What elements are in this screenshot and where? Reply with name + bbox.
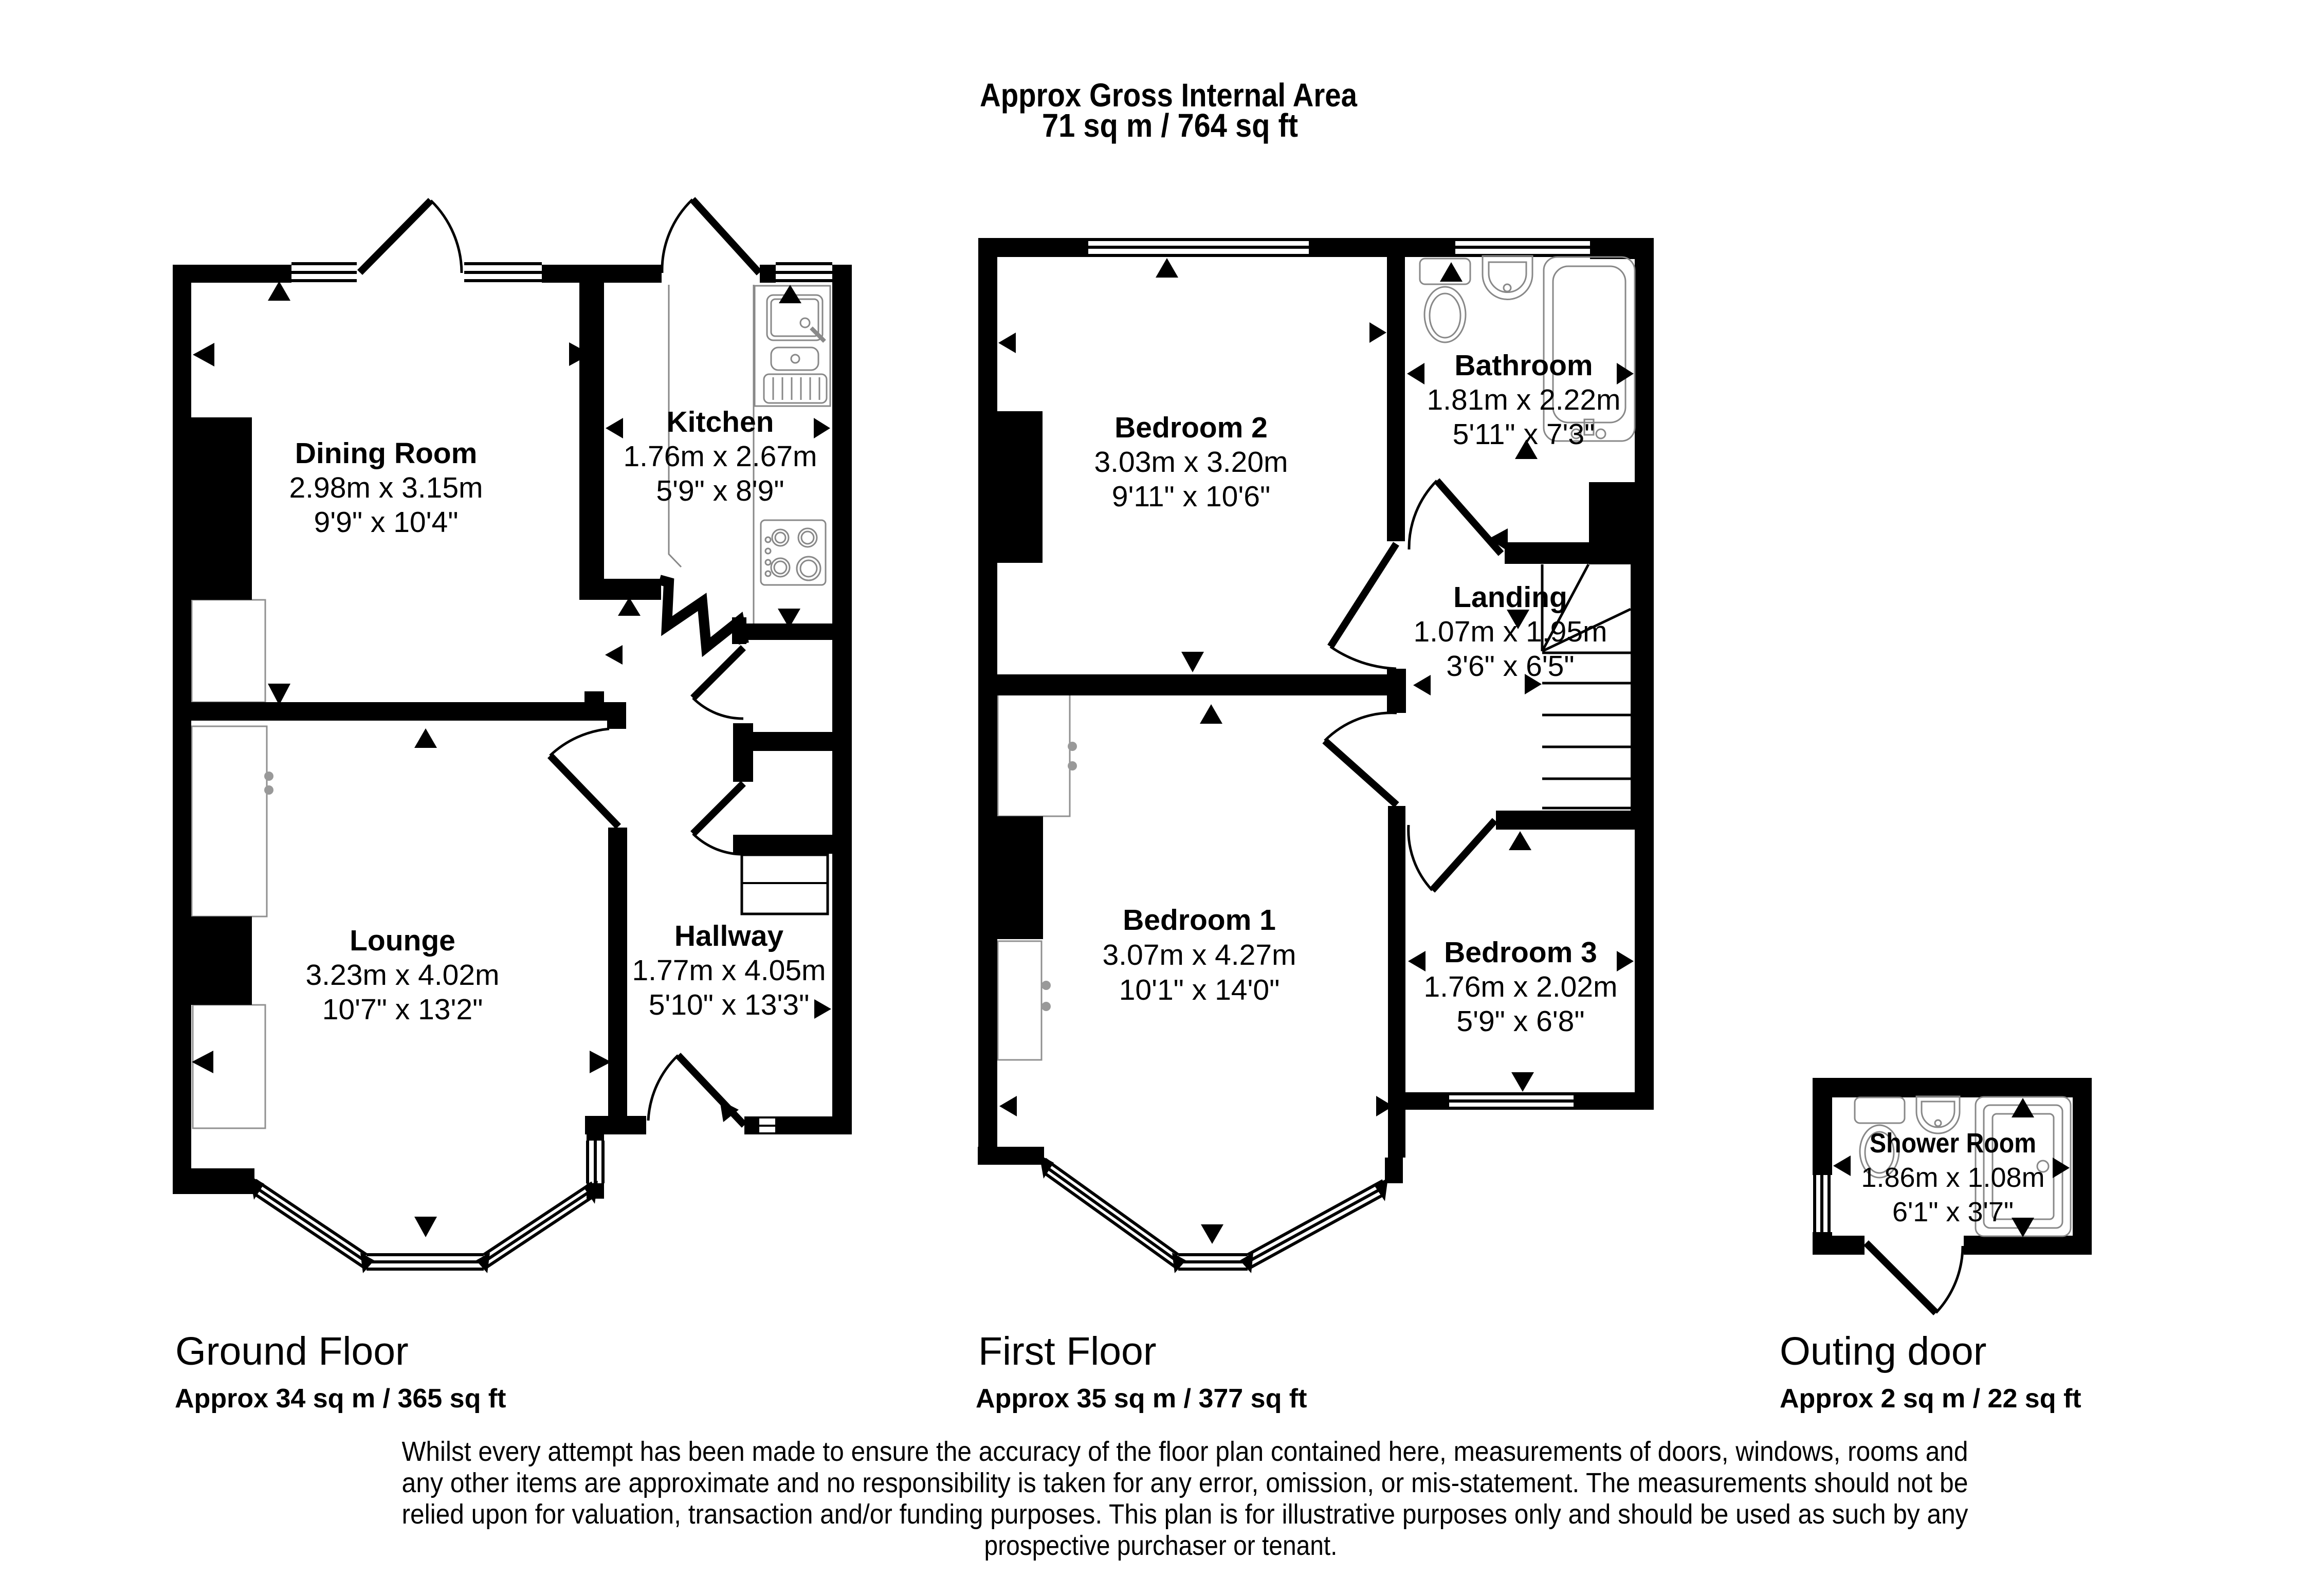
svg-text:1.86m x 1.08m: 1.86m x 1.08m: [1861, 1162, 2044, 1193]
svg-text:relied upon for valuation, tra: relied upon for valuation, transaction a…: [402, 1499, 1968, 1530]
svg-text:Lounge: Lounge: [350, 924, 455, 957]
svg-text:Bedroom 3: Bedroom 3: [1444, 936, 1597, 969]
svg-text:5'9" x 8'9": 5'9" x 8'9": [656, 474, 784, 507]
svg-text:Shower Room: Shower Room: [1870, 1128, 2036, 1159]
svg-text:Bathroom: Bathroom: [1454, 349, 1593, 382]
svg-text:Bedroom 2: Bedroom 2: [1114, 411, 1268, 444]
svg-text:10'1" x 14'0": 10'1" x 14'0": [1119, 974, 1280, 1006]
svg-text:10'7" x 13'2": 10'7" x 13'2": [322, 993, 483, 1026]
svg-text:5'11" x 7'3": 5'11" x 7'3": [1453, 418, 1595, 451]
svg-text:any other items are approximat: any other items are approximate and no r…: [402, 1467, 1968, 1498]
svg-text:5'10" x 13'3": 5'10" x 13'3": [649, 988, 810, 1021]
svg-text:Ground Floor: Ground Floor: [175, 1329, 409, 1373]
svg-text:1.07m x 1.95m: 1.07m x 1.95m: [1413, 615, 1607, 648]
svg-text:71 sq m / 764 sq ft: 71 sq m / 764 sq ft: [1042, 107, 1298, 144]
svg-text:3.23m x 4.02m: 3.23m x 4.02m: [305, 959, 499, 992]
svg-text:Outing door: Outing door: [1780, 1329, 1986, 1373]
svg-text:2.98m x 3.15m: 2.98m x 3.15m: [289, 471, 483, 504]
svg-text:Approx Gross Internal Area: Approx Gross Internal Area: [980, 77, 1357, 114]
svg-text:9'11" x 10'6": 9'11" x 10'6": [1112, 480, 1270, 513]
svg-text:1.76m x 2.67m: 1.76m x 2.67m: [623, 440, 817, 473]
svg-text:Dining Room: Dining Room: [295, 437, 478, 470]
svg-text:First Floor: First Floor: [978, 1329, 1157, 1373]
svg-text:5'9" x 6'8": 5'9" x 6'8": [1456, 1005, 1584, 1038]
svg-text:Approx 35 sq m / 377 sq ft: Approx 35 sq m / 377 sq ft: [976, 1384, 1307, 1414]
svg-text:3.07m x 4.27m: 3.07m x 4.27m: [1102, 939, 1296, 971]
svg-text:1.77m x 4.05m: 1.77m x 4.05m: [632, 954, 826, 987]
svg-text:1.76m x 2.02m: 1.76m x 2.02m: [1423, 970, 1617, 1003]
svg-text:1.81m x 2.22m: 1.81m x 2.22m: [1427, 383, 1620, 416]
svg-text:Bedroom 1: Bedroom 1: [1123, 904, 1276, 937]
svg-text:9'9" x 10'4": 9'9" x 10'4": [314, 506, 459, 539]
svg-text:Kitchen: Kitchen: [666, 406, 774, 438]
svg-text:Approx 2 sq m / 22 sq ft: Approx 2 sq m / 22 sq ft: [1780, 1384, 2081, 1414]
svg-text:Approx 34 sq m / 365 sq ft: Approx 34 sq m / 365 sq ft: [175, 1384, 506, 1414]
svg-text:prospective purchaser or tenan: prospective purchaser or tenant.: [984, 1530, 1338, 1561]
svg-text:6'1" x 3'7": 6'1" x 3'7": [1892, 1197, 2014, 1227]
svg-text:Hallway: Hallway: [674, 920, 784, 952]
svg-text:3'6" x 6'5": 3'6" x 6'5": [1446, 650, 1574, 683]
svg-text:3.03m x 3.20m: 3.03m x 3.20m: [1094, 446, 1288, 479]
svg-text:Whilst every attempt has been: Whilst every attempt has been made to en…: [402, 1436, 1968, 1467]
svg-text:Landing: Landing: [1453, 581, 1567, 614]
